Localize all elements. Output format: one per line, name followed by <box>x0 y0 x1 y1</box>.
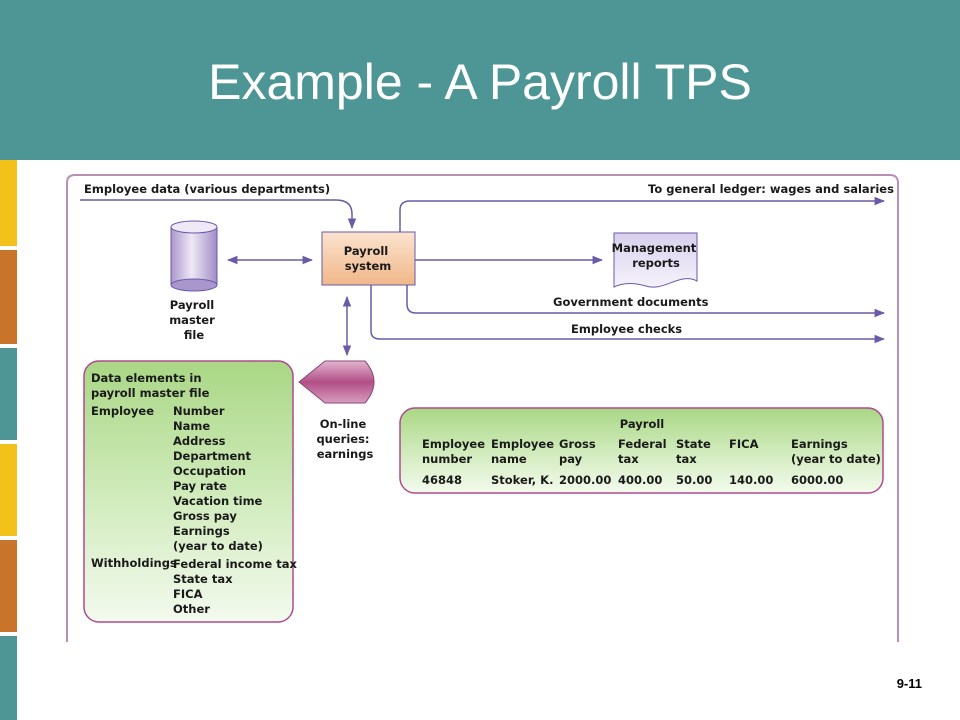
government-documents-flow-arrow <box>406 285 886 318</box>
sidebar-strip <box>0 250 17 344</box>
diagram-frame <box>66 174 899 642</box>
document-icon <box>613 232 698 288</box>
government-documents-label: Government documents <box>553 295 709 309</box>
sidebar-strip <box>0 444 17 536</box>
payroll-system-box <box>321 231 416 286</box>
slide-number: 9-11 <box>896 676 922 691</box>
online-queries-label: On-line queries: earnings <box>316 417 373 461</box>
sidebar-strip <box>0 160 17 246</box>
column-header-gross-pay: Gross pay <box>559 437 600 466</box>
cell-gross-pay: 2000.00 <box>559 473 611 487</box>
column-header-federal-tax: Federal tax <box>618 437 671 466</box>
payroll-record-title: Payroll <box>620 417 664 431</box>
employee-checks-flow-arrow <box>370 285 886 344</box>
sidebar-strip <box>0 348 17 440</box>
column-header-earnings: Earnings (year to date) <box>791 437 881 466</box>
employee-checks-label: Employee checks <box>571 322 682 336</box>
database-cylinder-icon <box>170 220 218 292</box>
column-header-employee-number: Employee number <box>422 437 489 466</box>
general-ledger-flow-arrow <box>399 196 886 232</box>
cell-federal-tax: 400.00 <box>618 473 662 487</box>
employee-data-flow-arrow <box>80 199 357 230</box>
sidebar-accent <box>0 160 17 720</box>
employee-group-label: Employee <box>91 404 154 418</box>
cell-earnings: 6000.00 <box>791 473 843 487</box>
title-banner: Example - A Payroll TPS <box>0 0 960 160</box>
sidebar-strip <box>0 636 17 720</box>
cell-fica: 140.00 <box>729 473 773 487</box>
cell-state-tax: 50.00 <box>676 473 712 487</box>
employee-elements-list: Number Name Address Department Occupatio… <box>173 404 266 553</box>
payroll-system-label: Payroll system <box>344 244 393 273</box>
withholdings-group-label: Withholdings <box>91 556 177 570</box>
slide-title: Example - A Payroll TPS <box>208 54 752 110</box>
payroll-tps-diagram: Employee data (various departments) To g… <box>66 174 899 642</box>
general-ledger-label: To general ledger: wages and salaries <box>648 182 894 196</box>
payroll-record-row: 46848 Stoker, K. 2000.00 400.00 50.00 14… <box>422 473 843 487</box>
column-header-fica: FICA <box>729 437 759 451</box>
sidebar-strip <box>0 540 17 632</box>
data-elements-heading: Data elements in payroll master file <box>91 371 210 400</box>
display-icon <box>298 360 375 404</box>
column-header-state-tax: State tax <box>676 437 715 466</box>
payroll-master-file-label: Payroll master file <box>169 298 219 342</box>
column-header-employee-name: Employee name <box>491 437 558 466</box>
cell-employee-name: Stoker, K. <box>491 473 553 487</box>
data-elements-panel <box>83 360 294 623</box>
management-reports-label: Management reports <box>612 241 701 270</box>
withholdings-elements-list: Federal income tax State tax FICA Other <box>173 557 301 616</box>
employee-data-label: Employee data (various departments) <box>84 182 330 196</box>
cell-employee-number: 46848 <box>422 473 462 487</box>
payroll-record-panel <box>399 407 884 494</box>
